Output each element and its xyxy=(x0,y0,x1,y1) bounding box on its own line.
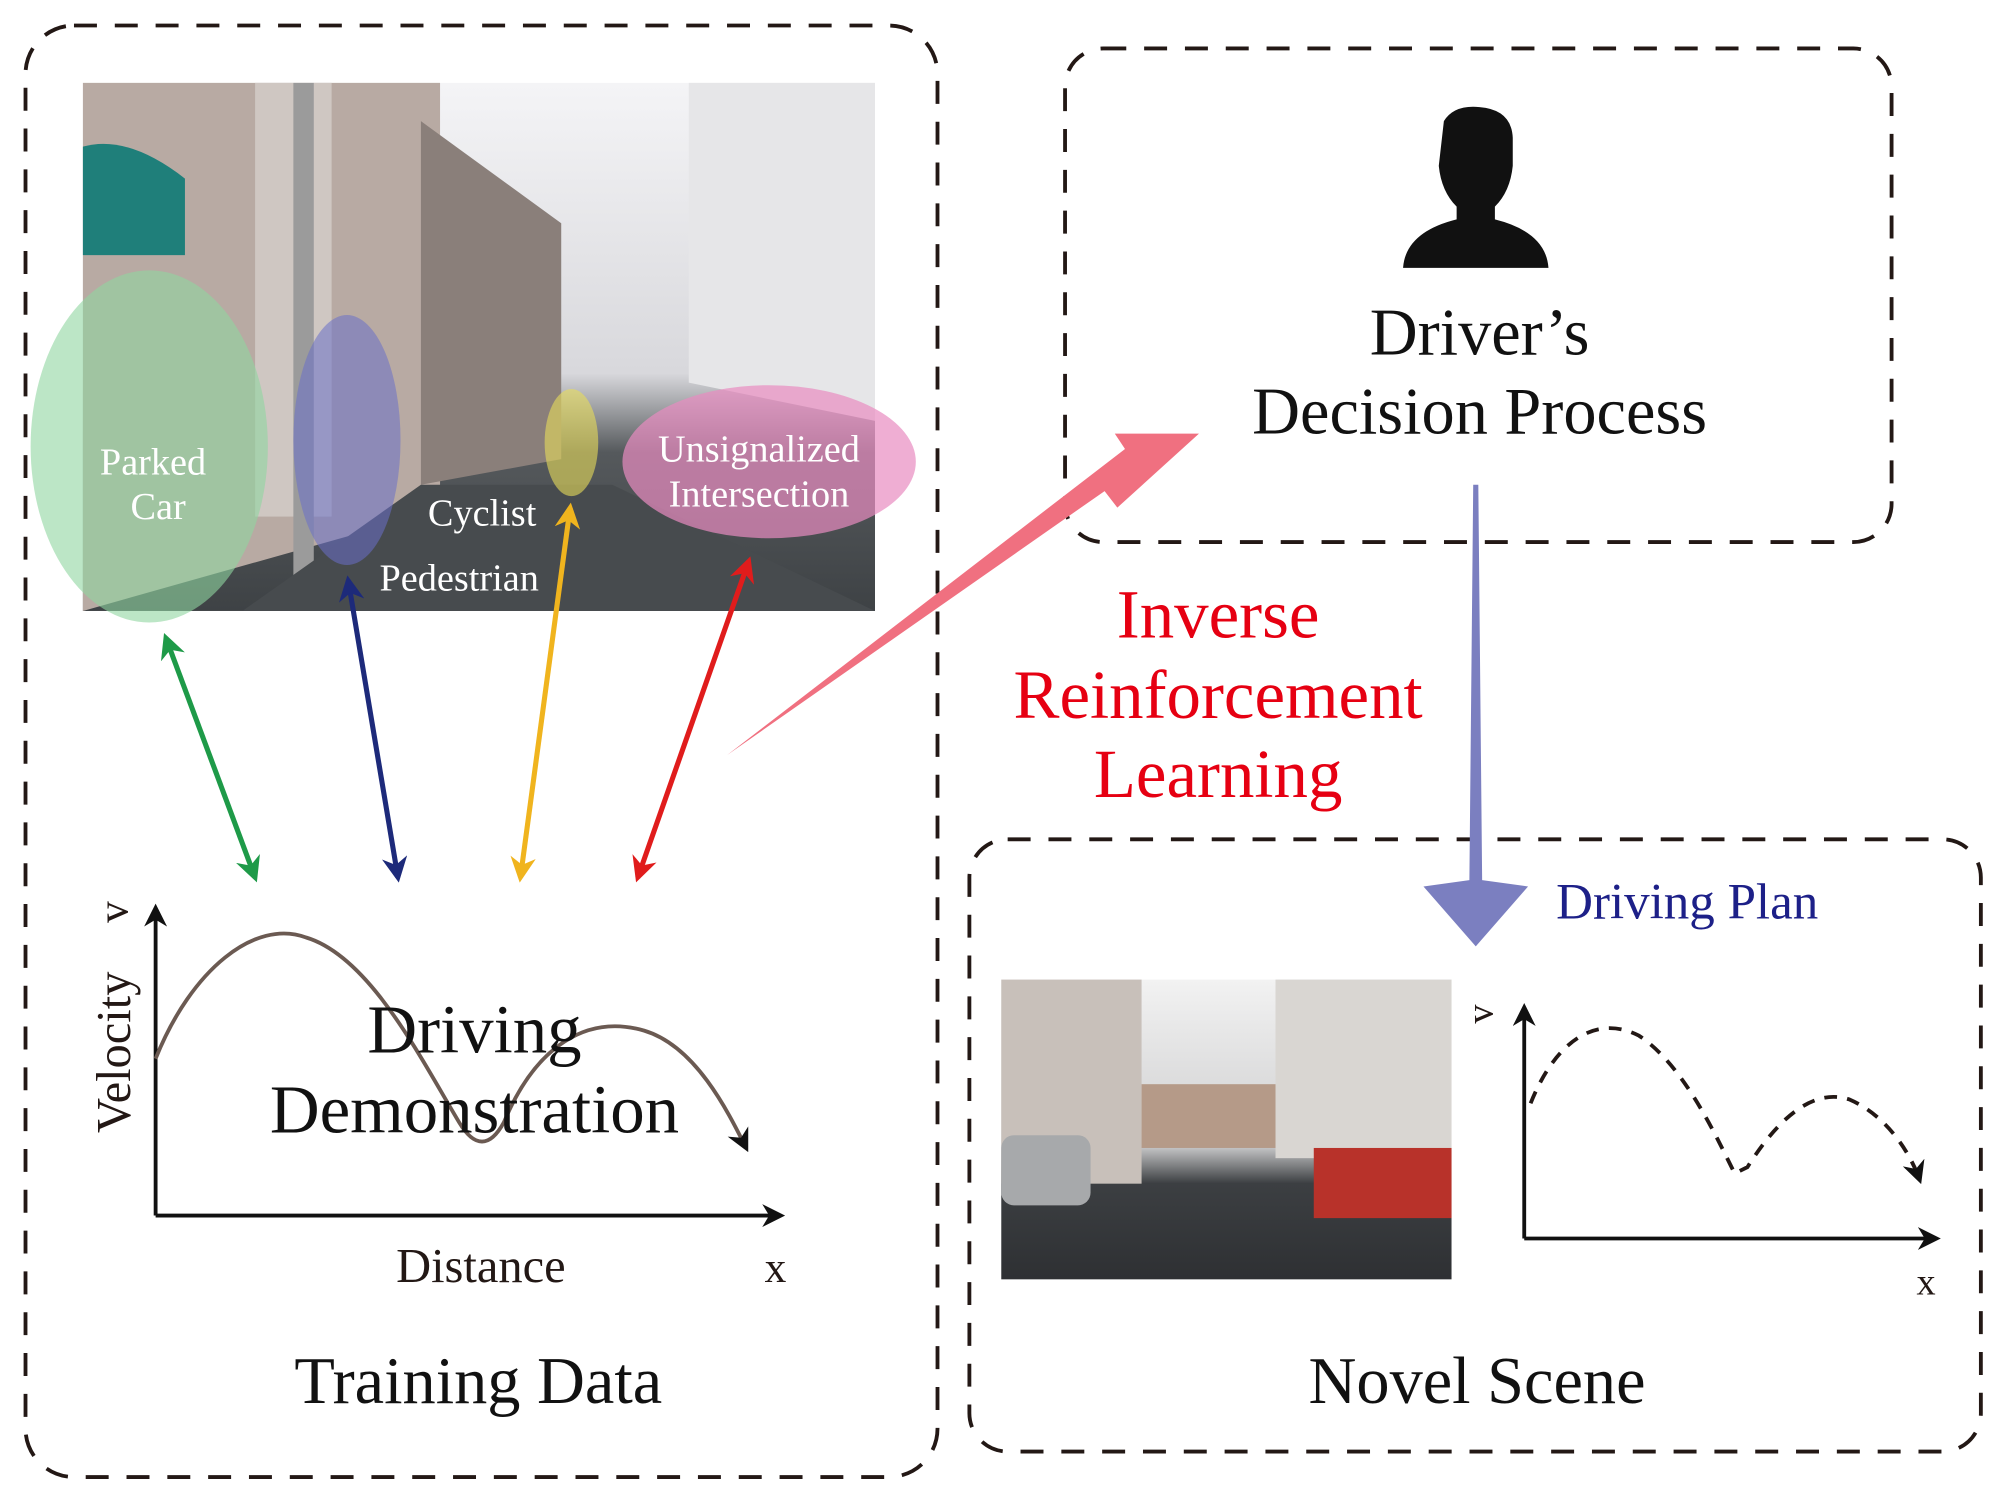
demo-x-label: Distance xyxy=(396,1240,566,1293)
cyclist-arrow xyxy=(510,502,581,883)
label-intersection-1: Unsignalized xyxy=(658,429,860,471)
novel-scene-title: Novel Scene xyxy=(1309,1345,1646,1418)
demo-velocity-curve xyxy=(153,931,749,1153)
cyclist-highlight xyxy=(544,389,599,497)
training-data-title: Training Data xyxy=(294,1345,662,1418)
decision-title-2: Decision Process xyxy=(1252,376,1707,449)
pedestrian-arrow xyxy=(339,575,408,883)
label-intersection-2: Intersection xyxy=(669,473,850,515)
decision-process-panel xyxy=(1063,46,1894,545)
parked-car-arrow xyxy=(160,632,260,883)
intersection-arrow xyxy=(632,556,755,883)
demo-title-1: Driving xyxy=(367,991,581,1067)
person-silhouette-icon xyxy=(1403,106,1549,268)
demo-x-symbol: x xyxy=(765,1244,787,1292)
irl-label-3: Learning xyxy=(1094,736,1343,812)
parked-car-highlight xyxy=(30,270,268,623)
training-data-panel xyxy=(23,23,940,1479)
plan-y-symbol: v xyxy=(1459,1004,1501,1024)
label-cyclist: Cyclist xyxy=(428,493,537,535)
label-parked-car-1: Parked xyxy=(100,441,206,483)
label-pedestrian: Pedestrian xyxy=(380,558,539,600)
plan-x-symbol: x xyxy=(1916,1262,1935,1304)
novel-street-photo xyxy=(1001,979,1452,1280)
demo-title-2: Demonstration xyxy=(270,1072,679,1148)
irl-label-1: Inverse xyxy=(1117,577,1320,653)
pedestrian-highlight xyxy=(293,315,401,566)
demo-y-label: Velocity xyxy=(88,971,141,1133)
driving-plan-arrow xyxy=(1423,484,1529,947)
label-parked-car-2: Car xyxy=(131,486,186,528)
irl-arrow xyxy=(727,433,1199,756)
plan-velocity-curve xyxy=(1528,1026,1925,1185)
decision-title-1: Driver’s xyxy=(1370,297,1590,370)
irl-label-2: Reinforcement xyxy=(1014,657,1423,733)
driving-plan-label: Driving Plan xyxy=(1556,874,1818,930)
demo-y-symbol: v xyxy=(90,901,138,923)
intersection-highlight xyxy=(622,385,916,539)
